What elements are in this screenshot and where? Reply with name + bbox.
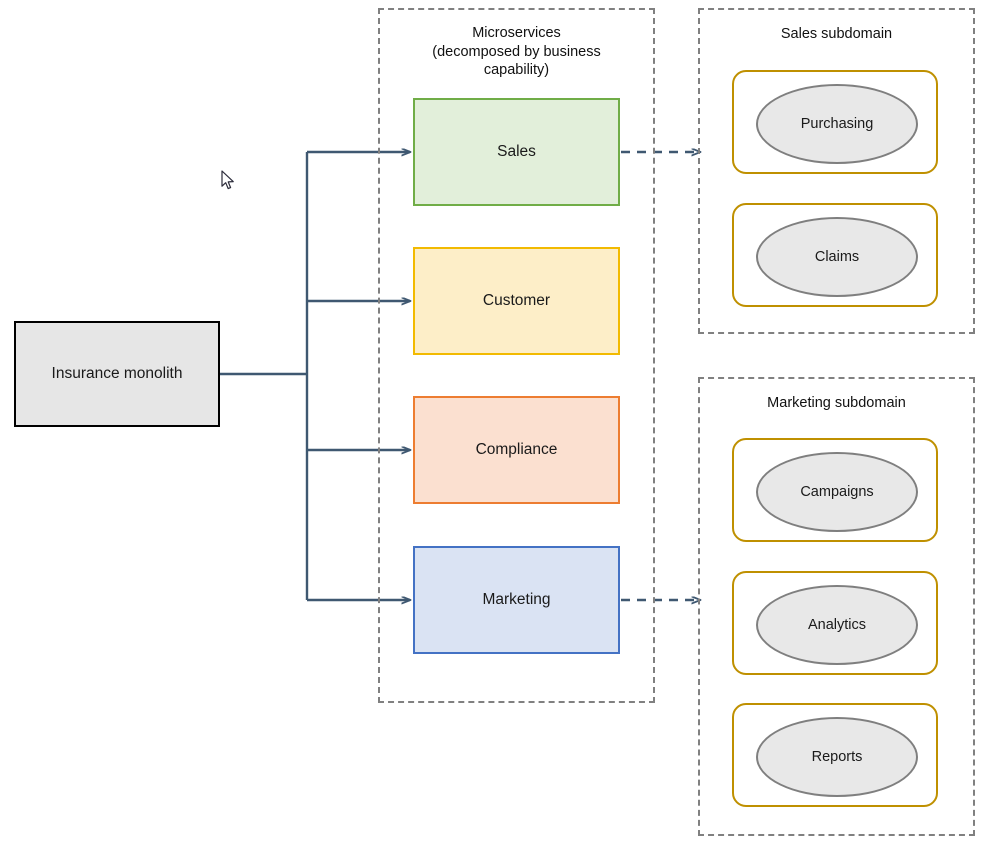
group-microservices-title-line-1: Microservices bbox=[472, 25, 561, 41]
capsule-campaigns[interactable]: Campaigns bbox=[732, 438, 938, 542]
ellipse-campaigns[interactable]: Campaigns bbox=[756, 452, 918, 532]
ellipse-reports[interactable]: Reports bbox=[756, 717, 918, 797]
group-sales-subdomain bbox=[698, 8, 975, 334]
capsule-analytics[interactable]: Analytics bbox=[732, 571, 938, 675]
ellipse-purchasing[interactable]: Purchasing bbox=[756, 84, 918, 164]
capsule-purchasing[interactable]: Purchasing bbox=[732, 70, 938, 174]
capsule-reports[interactable]: Reports bbox=[732, 703, 938, 807]
group-microservices bbox=[378, 8, 655, 703]
mouse-pointer-icon bbox=[221, 170, 237, 192]
ellipse-analytics[interactable]: Analytics bbox=[756, 585, 918, 665]
ellipse-claims[interactable]: Claims bbox=[756, 217, 918, 297]
group-microservices-title-line-2: (decomposed by business bbox=[432, 43, 601, 60]
group-microservices-title-line-3: capability) bbox=[483, 62, 550, 79]
group-marketing-subdomain-title: Marketing subdomain bbox=[767, 395, 906, 411]
group-marketing-subdomain bbox=[698, 377, 975, 836]
capsule-claims[interactable]: Claims bbox=[732, 203, 938, 307]
service-box-sales[interactable]: Sales bbox=[413, 98, 620, 206]
group-sales-subdomain-title: Sales subdomain bbox=[780, 26, 893, 42]
service-box-compliance[interactable]: Compliance bbox=[413, 396, 620, 504]
node-insurance-monolith[interactable]: Insurance monolith bbox=[14, 321, 220, 427]
service-box-marketing[interactable]: Marketing bbox=[413, 546, 620, 654]
group-microservices-title: Microservices (decomposed by business ca… bbox=[400, 24, 633, 80]
service-box-customer[interactable]: Customer bbox=[413, 247, 620, 355]
